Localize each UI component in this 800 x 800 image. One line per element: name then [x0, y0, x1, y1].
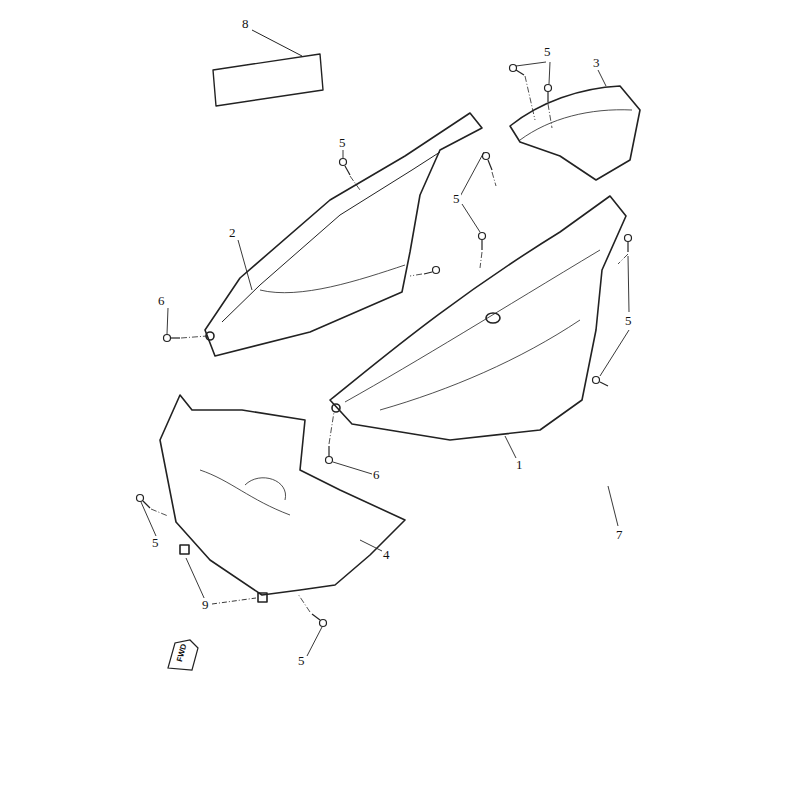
callout-number: 1 [515, 458, 524, 471]
callout-number: 8 [241, 17, 250, 30]
callout-number: 5 [624, 314, 633, 327]
callout-number: 5 [543, 45, 552, 58]
callout-number: 5 [297, 654, 306, 667]
callout-number: 2 [228, 226, 237, 239]
callout-number: 7 [615, 528, 624, 541]
callout-number: 5 [151, 536, 160, 549]
callout-number: 9 [201, 598, 210, 611]
callout-number: 6 [372, 468, 381, 481]
forward-mark: FWD [176, 642, 189, 664]
callout-number: 6 [157, 294, 166, 307]
callout-number: 5 [452, 192, 461, 205]
callout-number: 3 [592, 56, 601, 69]
callout-number: 5 [338, 136, 347, 149]
callout-number: 4 [382, 548, 391, 561]
